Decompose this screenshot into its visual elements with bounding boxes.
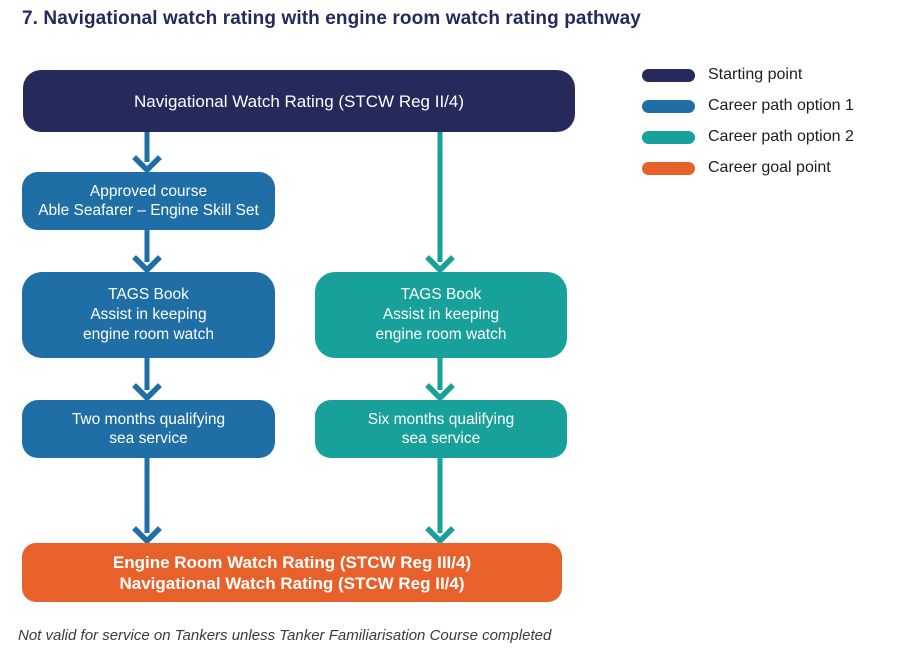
arrow-two-months-to-goal (132, 458, 162, 545)
arrow-tags1-to-two-months (132, 358, 162, 402)
legend-swatch-path-option-2 (642, 130, 695, 144)
node-text-line: Assist in keeping (90, 306, 207, 323)
node-text-line: Approved course (89, 183, 208, 200)
legend-label: Career path option 2 (708, 128, 854, 145)
legend-item-starting-point: Starting point (642, 64, 892, 86)
node-text-line: sea service (401, 430, 481, 447)
legend-item-path-option-2: Career path option 2 (642, 126, 892, 148)
arrow-tags2-to-six-months (425, 358, 455, 402)
node-text-line: TAGS Book (400, 286, 482, 303)
node-text-line: TAGS Book (108, 286, 189, 303)
legend-item-path-option-1: Career path option 1 (642, 95, 892, 117)
node-text-line: Six months qualifying (367, 411, 515, 428)
arrow-six-months-to-goal (425, 458, 455, 545)
arrow-start-to-tags2 (425, 132, 455, 274)
page-title: 7. Navigational watch rating with engine… (22, 8, 641, 29)
legend-label: Career goal point (708, 159, 831, 176)
legend-item-goal-point: Career goal point (642, 157, 892, 179)
legend-swatch-goal-point (642, 161, 695, 175)
node-career-goal: Engine Room Watch Rating (STCW Reg III/4… (22, 543, 562, 602)
node-text-line: Two months qualifying (71, 411, 226, 428)
legend-swatch-path-option-1 (642, 99, 695, 113)
legend-label: Starting point (708, 66, 803, 83)
legend-swatch-starting-point (642, 68, 695, 82)
node-text-line: sea service (109, 430, 188, 447)
node-two-months-sea-service: Two months qualifying sea service (22, 400, 275, 458)
node-six-months-sea-service: Six months qualifying sea service (315, 400, 567, 458)
node-text-line: Navigational Watch Rating (STCW Reg II/4… (133, 91, 465, 111)
arrow-approved-to-tags1 (132, 230, 162, 274)
node-text-line: Assist in keeping (382, 306, 500, 323)
node-approved-course: Approved course Able Seafarer – Engine S… (22, 172, 275, 230)
legend: Starting point Career path option 1 Care… (642, 64, 892, 188)
node-text-line: Navigational Watch Rating (STCW Reg II/4… (119, 573, 465, 593)
node-text-line: Engine Room Watch Rating (STCW Reg III/4… (112, 552, 472, 572)
arrow-start-to-approved (132, 132, 162, 174)
node-text-line: engine room watch (375, 326, 507, 343)
footnote: Not valid for service on Tankers unless … (18, 627, 552, 644)
node-text-line: engine room watch (83, 326, 214, 343)
legend-label: Career path option 1 (708, 97, 854, 114)
node-text-line: Able Seafarer – Engine Skill Set (38, 202, 259, 219)
node-starting-point: Navigational Watch Rating (STCW Reg II/4… (23, 70, 575, 132)
node-tags-book-option1: TAGS Book Assist in keeping engine room … (22, 272, 275, 358)
node-tags-book-option2: TAGS Book Assist in keeping engine room … (315, 272, 567, 358)
